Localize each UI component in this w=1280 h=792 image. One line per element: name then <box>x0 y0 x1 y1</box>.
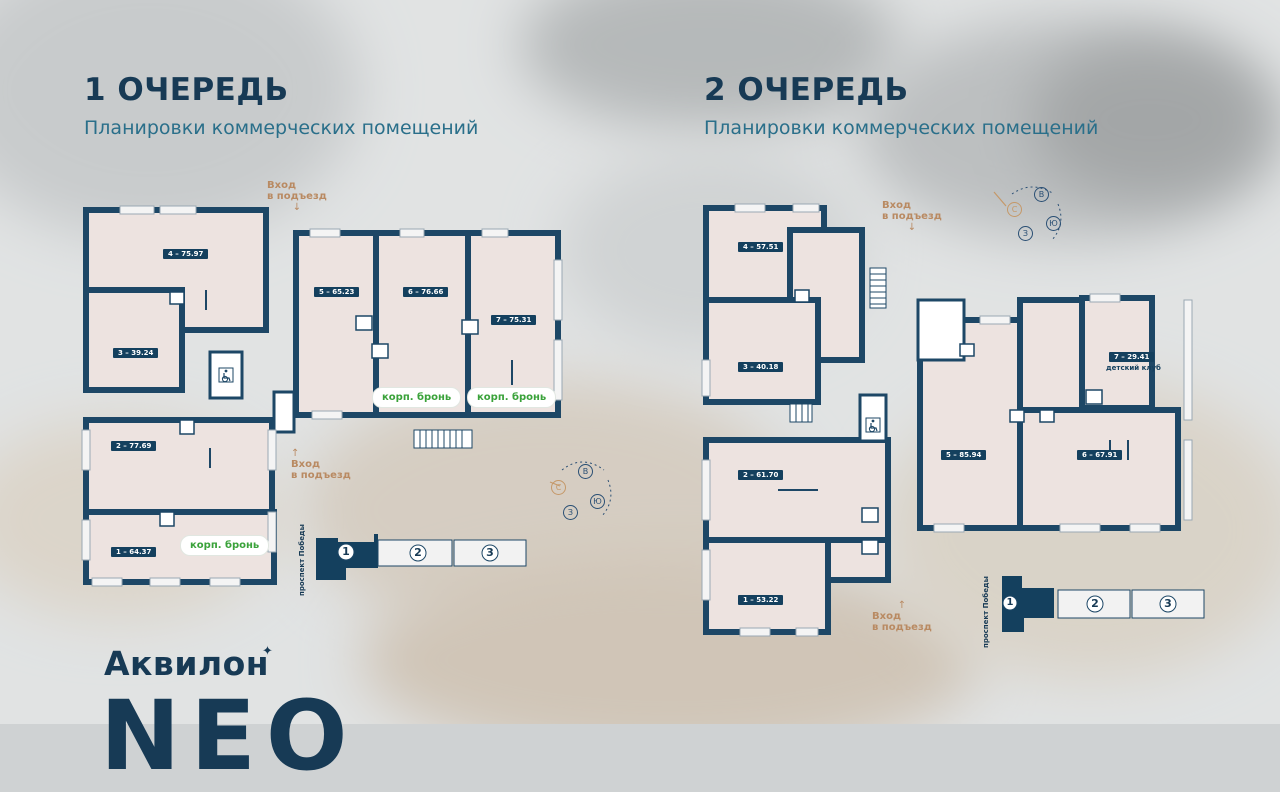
q2-room-3 <box>703 297 821 405</box>
q2-room-3-label[interactable]: 3 – 40.18 <box>738 362 784 372</box>
arrow-down-icon: ↓ <box>907 222 917 233</box>
q2-site-plan <box>1002 576 1205 632</box>
queue2-floor-plan <box>701 203 1193 637</box>
queue1-floor-plan <box>81 205 563 587</box>
arrow-down-icon: ↓ <box>292 202 302 213</box>
brand-big-text: NEO <box>100 680 358 792</box>
q1-booking-badge: корп. бронь <box>180 535 270 556</box>
compass-north: С <box>1007 202 1022 217</box>
q1-building-3[interactable]: 3 <box>486 546 494 559</box>
q1-entrance-bottom: ↑ Вход в подъезд <box>291 448 351 481</box>
compass-east: В <box>1034 187 1049 202</box>
queue1-subtitle: Планировки коммерческих помещений <box>84 117 479 139</box>
q1-booking-badge: корп. бронь <box>467 387 557 408</box>
entrance-label: Вход в подъезд <box>291 459 351 481</box>
q1-room-3 <box>83 287 185 393</box>
q2-building-2[interactable]: 2 <box>1091 597 1099 610</box>
q1-stairs-icon <box>413 429 473 449</box>
q1-room-5-label[interactable]: 5 – 65.23 <box>314 287 360 297</box>
q2-room-6 <box>1017 407 1181 531</box>
q1-compass: С В Ю З <box>542 456 622 526</box>
q2-building-3[interactable]: 3 <box>1164 597 1172 610</box>
compass-west: З <box>1018 226 1033 241</box>
q1-room-3-label[interactable]: 3 – 39.24 <box>113 348 159 358</box>
q2-room-1 <box>703 537 831 635</box>
q1-entrance-top: Вход в подъезд ↓ <box>267 180 327 213</box>
entrance-label: Вход в подъезд <box>267 180 327 202</box>
compass-south: Ю <box>1046 216 1061 231</box>
q2-room-6-label[interactable]: 6 – 67.91 <box>1077 450 1123 460</box>
entrance-label: Вход в подъезд <box>872 611 932 633</box>
q1-site-plan <box>316 534 527 580</box>
q2-stairs-icon <box>789 267 887 423</box>
q2-compass: С В Ю З <box>992 182 1072 252</box>
q1-room-2-label[interactable]: 2 – 77.69 <box>111 441 157 451</box>
q2-building-1[interactable]: 1 <box>1006 597 1014 608</box>
arrow-up-icon: ↑ <box>291 448 300 459</box>
q2-entrance-top: Вход в подъезд ↓ <box>882 200 942 233</box>
q2-entrance-bottom: ↑ Вход в подъезд <box>872 600 932 633</box>
q2-room-1-label[interactable]: 1 – 53.22 <box>738 595 784 605</box>
compass-east: В <box>578 464 593 479</box>
q2-room-2-label[interactable]: 2 – 61.70 <box>738 470 784 480</box>
compass-south: Ю <box>590 494 605 509</box>
q2-room-4-label[interactable]: 4 – 57.51 <box>738 242 784 252</box>
q1-room-4-label[interactable]: 4 – 75.97 <box>163 249 209 259</box>
wheelchair-icon <box>865 417 881 433</box>
q1-booking-badge: корп. бронь <box>372 387 462 408</box>
compass-west: З <box>563 505 578 520</box>
queue2-subtitle: Планировки коммерческих помещений <box>704 117 1099 139</box>
sparkle-icon: ✦ <box>262 644 273 659</box>
queue1-title: 1 ОЧЕРЕДЬ <box>84 72 289 108</box>
q2-room-5-label[interactable]: 5 – 85.94 <box>941 450 987 460</box>
arrow-up-icon: ↑ <box>897 600 907 611</box>
q2-street-label: проспект Победы <box>982 576 990 648</box>
q2-room-7-label[interactable]: 7 – 29.41 <box>1109 352 1155 362</box>
brand-logo-text: Аквилон <box>104 644 270 683</box>
entrance-label: Вход в подъезд <box>882 200 942 222</box>
compass-icon <box>993 186 1062 241</box>
q2-room-7-area: 7 – 29.41 <box>1114 353 1150 361</box>
q1-room-7-label[interactable]: 7 – 75.31 <box>491 315 537 325</box>
queue2-title: 2 ОЧЕРЕДЬ <box>704 72 909 108</box>
q1-room-1-label[interactable]: 1 – 64.37 <box>111 547 157 557</box>
compass-north: С <box>551 480 566 495</box>
q1-room-6-label[interactable]: 6 – 76.66 <box>403 287 449 297</box>
q2-room-7-note: детский клуб <box>1106 364 1161 372</box>
q1-building-2[interactable]: 2 <box>414 546 422 559</box>
q1-building-1[interactable]: 1 <box>342 545 350 558</box>
wheelchair-icon <box>218 367 234 383</box>
